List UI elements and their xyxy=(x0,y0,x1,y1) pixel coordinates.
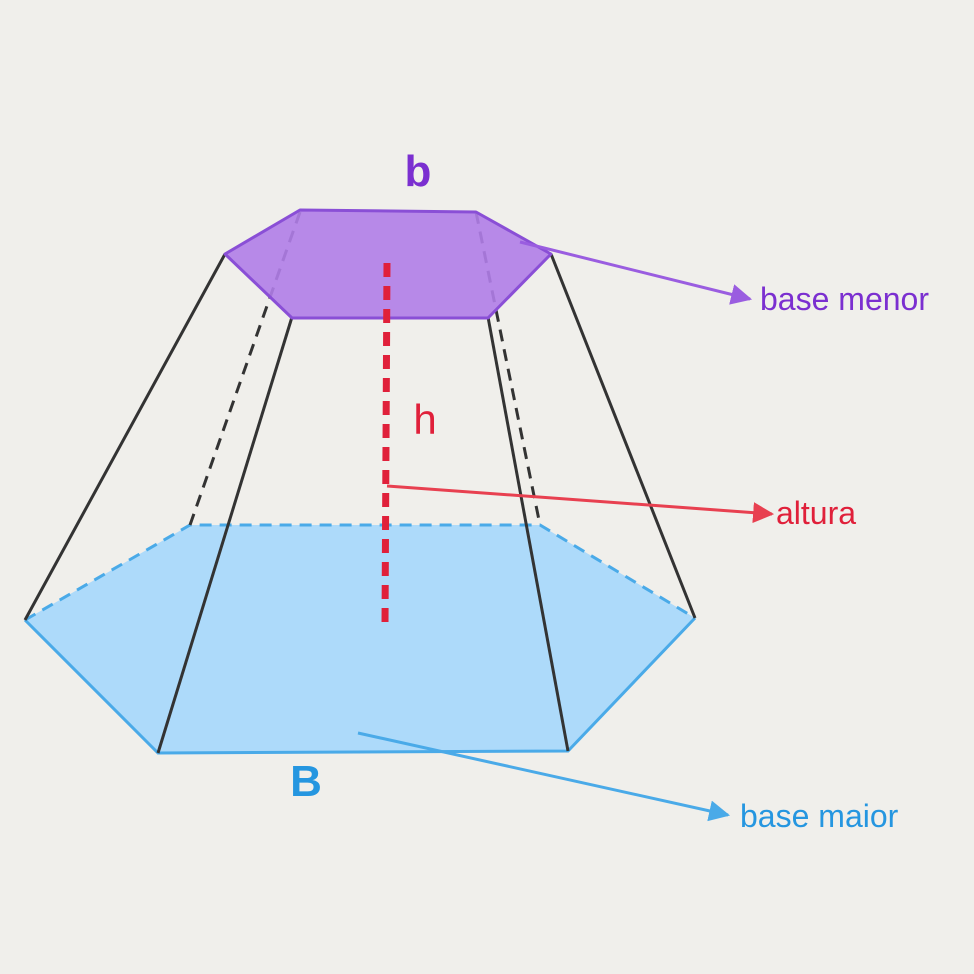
large-base-face xyxy=(25,525,695,753)
hidden-lateral-edge-right xyxy=(474,211,542,526)
small-base-pointer-arrow xyxy=(519,240,753,305)
large-base-hidden-edges xyxy=(24,523,696,622)
large-base-name-label: base maior xyxy=(740,798,899,834)
height-symbol-label: h xyxy=(413,396,436,443)
lateral-edge-front-right xyxy=(486,316,570,752)
lateral-edge-far-right xyxy=(549,253,697,619)
small-base-symbol-label: b xyxy=(405,147,432,196)
height-line xyxy=(381,262,391,625)
lateral-edge-front-left xyxy=(156,316,294,754)
small-base-name-label: base menor xyxy=(760,281,929,317)
height-pointer-arrow xyxy=(386,484,775,524)
large-base-front-edges xyxy=(23,616,697,755)
height-name-label: altura xyxy=(776,495,856,531)
hidden-lateral-edge-left xyxy=(188,211,302,526)
large-base-symbol-label: B xyxy=(290,757,322,806)
lateral-edge-far-left xyxy=(23,253,227,621)
large-base-pointer-arrow xyxy=(357,731,731,822)
